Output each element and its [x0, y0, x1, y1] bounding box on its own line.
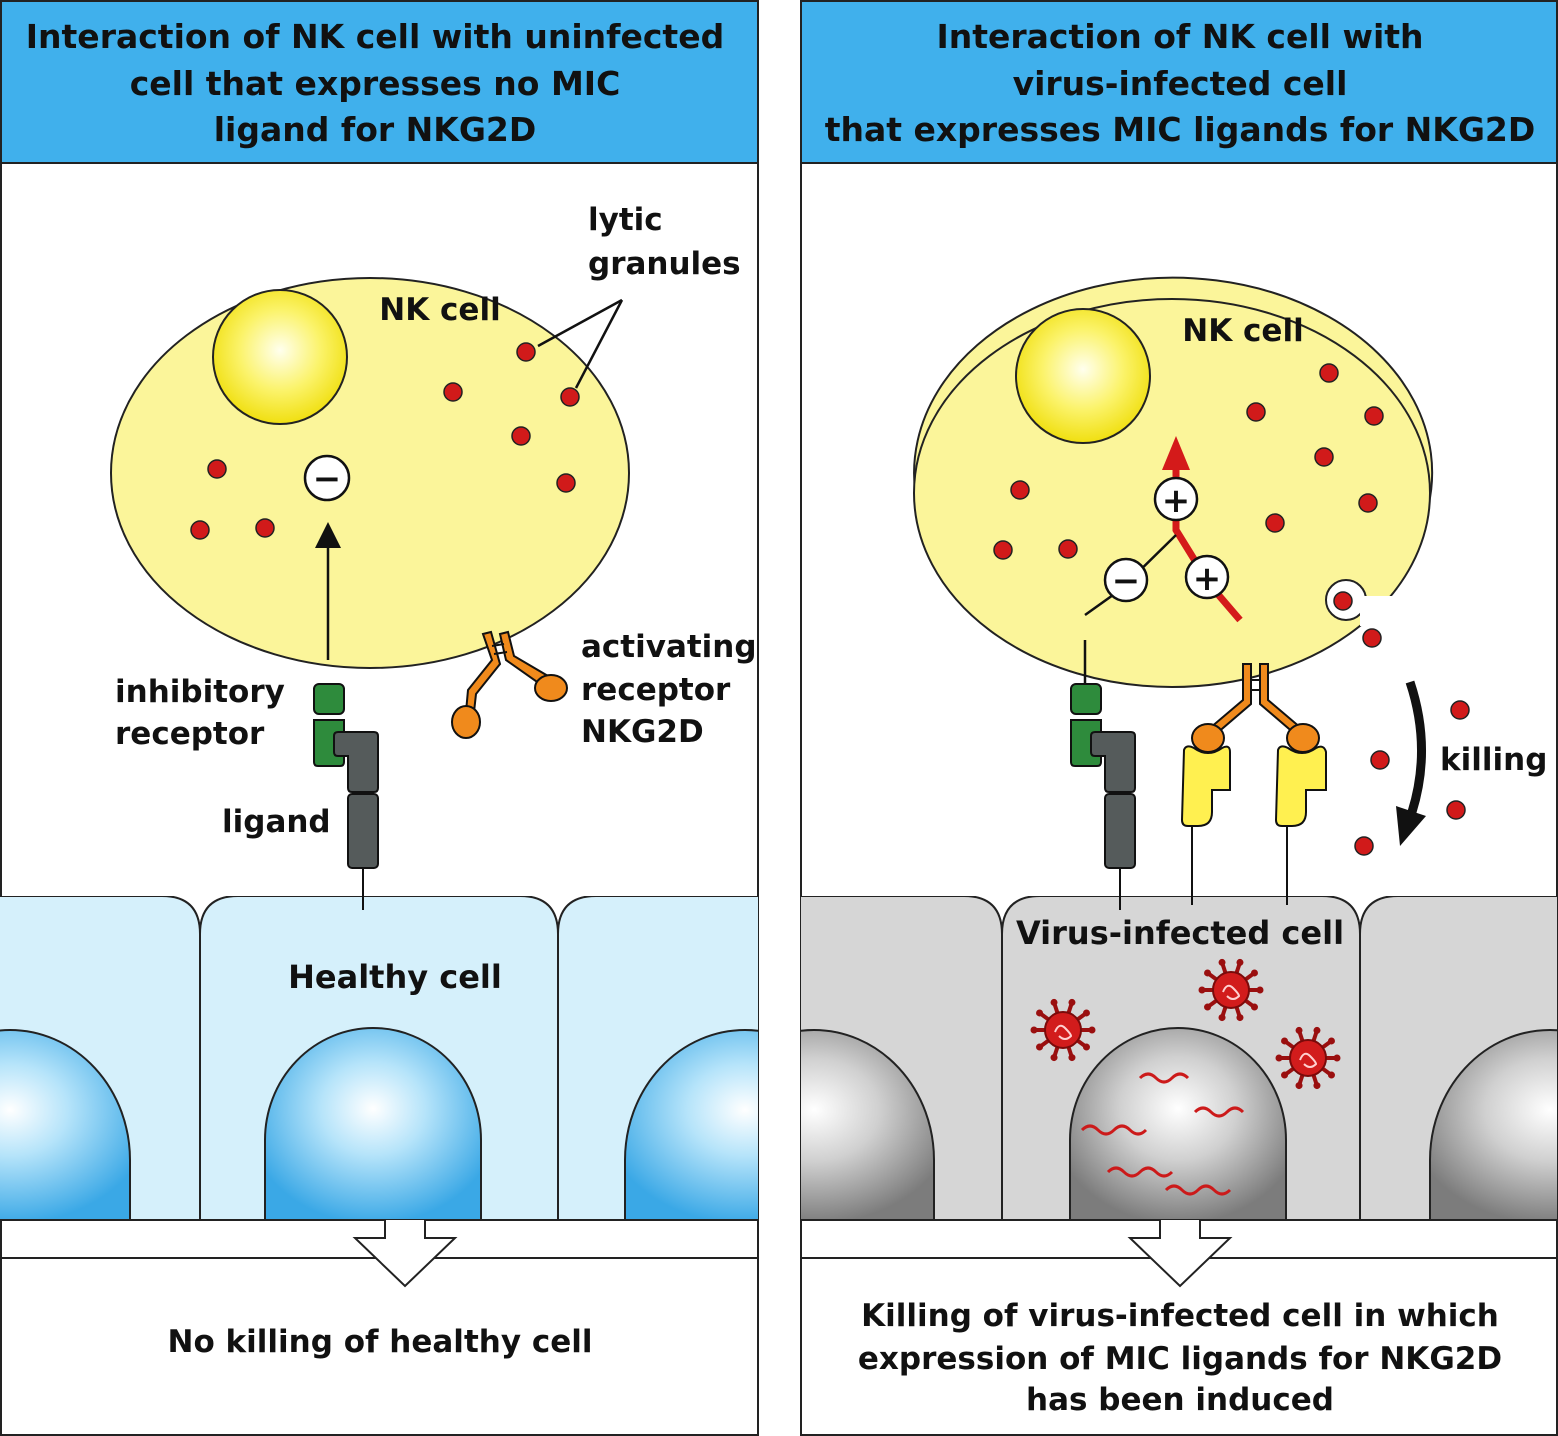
- inhibitory-receptor-label-line-1: inhibitory: [115, 674, 285, 710]
- right-panel: Interaction of NK cell with virus-infect…: [800, 0, 1558, 1436]
- released-granule: [1354, 836, 1374, 856]
- lytic-granule: [1265, 513, 1285, 533]
- lytic-granule: [1314, 447, 1334, 467]
- killing-label: killing: [1440, 742, 1547, 778]
- virus-particle: [1275, 1026, 1341, 1090]
- left-panel: Interaction of NK cell with uninfected c…: [0, 0, 759, 1436]
- left-inhibition-symbol-circle: [303, 454, 351, 502]
- lytic-granules-label-line-1: lytic: [588, 202, 663, 238]
- right-lytic-granules: [993, 363, 1470, 856]
- healthy-cell-label: Healthy cell: [288, 958, 502, 996]
- lytic-granule: [207, 459, 227, 479]
- minus-symbol: −: [1112, 561, 1141, 601]
- right-header-line-2: virus-infected cell: [1013, 64, 1348, 103]
- right-nucleus-1: [801, 1029, 935, 1220]
- activating-receptor-label-line-3: NKG2D: [581, 714, 704, 750]
- left-ligand: [333, 731, 379, 793]
- left-activating-receptor: [451, 630, 568, 739]
- plus-symbol-circle-bottom: [1184, 554, 1230, 600]
- killing-arrow: [1405, 680, 1426, 814]
- activating-receptor-label-line-2: receptor: [581, 672, 731, 708]
- killing-arrowhead: [1396, 806, 1426, 846]
- virus-particle: [1030, 998, 1096, 1062]
- released-granule: [1362, 628, 1382, 648]
- right-ligand-stem: [1104, 793, 1136, 869]
- lytic-granule: [255, 518, 275, 538]
- lytic-granule: [1358, 493, 1378, 513]
- virus-particle: [1198, 958, 1264, 1022]
- left-header-line-3: ligand for NKG2D: [214, 110, 537, 149]
- released-granule: [1333, 591, 1353, 611]
- release-notch-mask: [1360, 596, 1400, 626]
- viral-rna: [1080, 1072, 1245, 1196]
- granule-pointer-line: [537, 298, 623, 348]
- left-result-text: No killing of healthy cell: [168, 1324, 593, 1360]
- right-nk-nucleus: [1015, 308, 1151, 444]
- lytic-granule: [1058, 539, 1078, 559]
- right-down-arrow: [1127, 1220, 1233, 1288]
- virus-infected-cell-label: Virus-infected cell: [1016, 914, 1344, 952]
- activation-arrowhead: [1162, 436, 1190, 470]
- right-nucleus-3: [1429, 1029, 1557, 1220]
- left-result-box: [0, 1257, 759, 1436]
- right-ligand: [1090, 731, 1136, 793]
- left-header-line-2: cell that expresses no MIC: [130, 64, 621, 103]
- left-inhibition-symbol: −: [313, 459, 342, 499]
- left-inhibitory-receptor-top: [313, 683, 345, 715]
- right-header-bg: [800, 0, 1558, 164]
- mic-ligand-left: [1180, 745, 1231, 827]
- right-result-line-3: has been induced: [1026, 1382, 1334, 1418]
- right-result-line-1: Killing of virus-infected cell in which: [861, 1298, 1499, 1334]
- plus-symbol-bottom: +: [1193, 559, 1222, 599]
- right-nk-cell-label: NK cell: [1182, 313, 1303, 349]
- lytic-granules-label-line-2: granules: [588, 246, 741, 282]
- ligand-label: ligand: [222, 804, 331, 840]
- activating-receptor-label-line-1: activating: [581, 629, 757, 665]
- left-nk-cell-label: NK cell: [379, 292, 500, 328]
- lytic-granule: [1364, 406, 1384, 426]
- left-nucleus-1: [0, 1029, 131, 1220]
- granule-pointer-line: [574, 299, 624, 389]
- lytic-granule: [1010, 480, 1030, 500]
- left-down-arrow: [352, 1220, 458, 1288]
- plus-symbol-top: +: [1162, 481, 1191, 521]
- lytic-granule: [993, 540, 1013, 560]
- minus-symbol-circle: [1103, 557, 1149, 603]
- left-nk-cell: [110, 277, 630, 669]
- lytic-granule: [516, 342, 536, 362]
- right-inhibitory-receptor-top: [1070, 683, 1102, 715]
- right-result-box: [800, 1257, 1558, 1436]
- lytic-granule: [511, 426, 531, 446]
- left-nk-nucleus: [212, 289, 348, 425]
- released-granule: [1370, 750, 1390, 770]
- right-tissue: [801, 896, 1557, 1220]
- left-nucleus-3: [624, 1029, 758, 1220]
- left-lytic-granules: [190, 342, 580, 540]
- lytic-granule: [1246, 402, 1266, 422]
- right-header-line-1: Interaction of NK cell with: [936, 17, 1423, 56]
- plus-symbol-circle-top: [1153, 476, 1199, 522]
- right-result-line-2: expression of MIC ligands for NKG2D: [858, 1341, 1502, 1377]
- left-header-bg: [0, 0, 759, 164]
- virus-particles: [1030, 958, 1341, 1090]
- lytic-granule: [443, 382, 463, 402]
- left-ligand-stem: [347, 793, 379, 869]
- left-header-line-1: Interaction of NK cell with uninfected: [26, 17, 724, 56]
- lytic-granule: [1319, 363, 1339, 383]
- right-header-line-3: that expresses MIC ligands for NKG2D: [825, 110, 1536, 149]
- mic-ligand-right: [1274, 745, 1327, 827]
- left-inhibitory-arrowhead: [315, 522, 341, 548]
- released-granule: [1446, 800, 1466, 820]
- released-granule: [1450, 700, 1470, 720]
- inhibitory-receptor-label-line-2: receptor: [115, 716, 265, 752]
- lytic-granule: [556, 473, 576, 493]
- left-nucleus-2: [264, 1027, 482, 1220]
- lytic-granule: [190, 520, 210, 540]
- left-tissue: [0, 896, 758, 1220]
- lytic-granule: [560, 387, 580, 407]
